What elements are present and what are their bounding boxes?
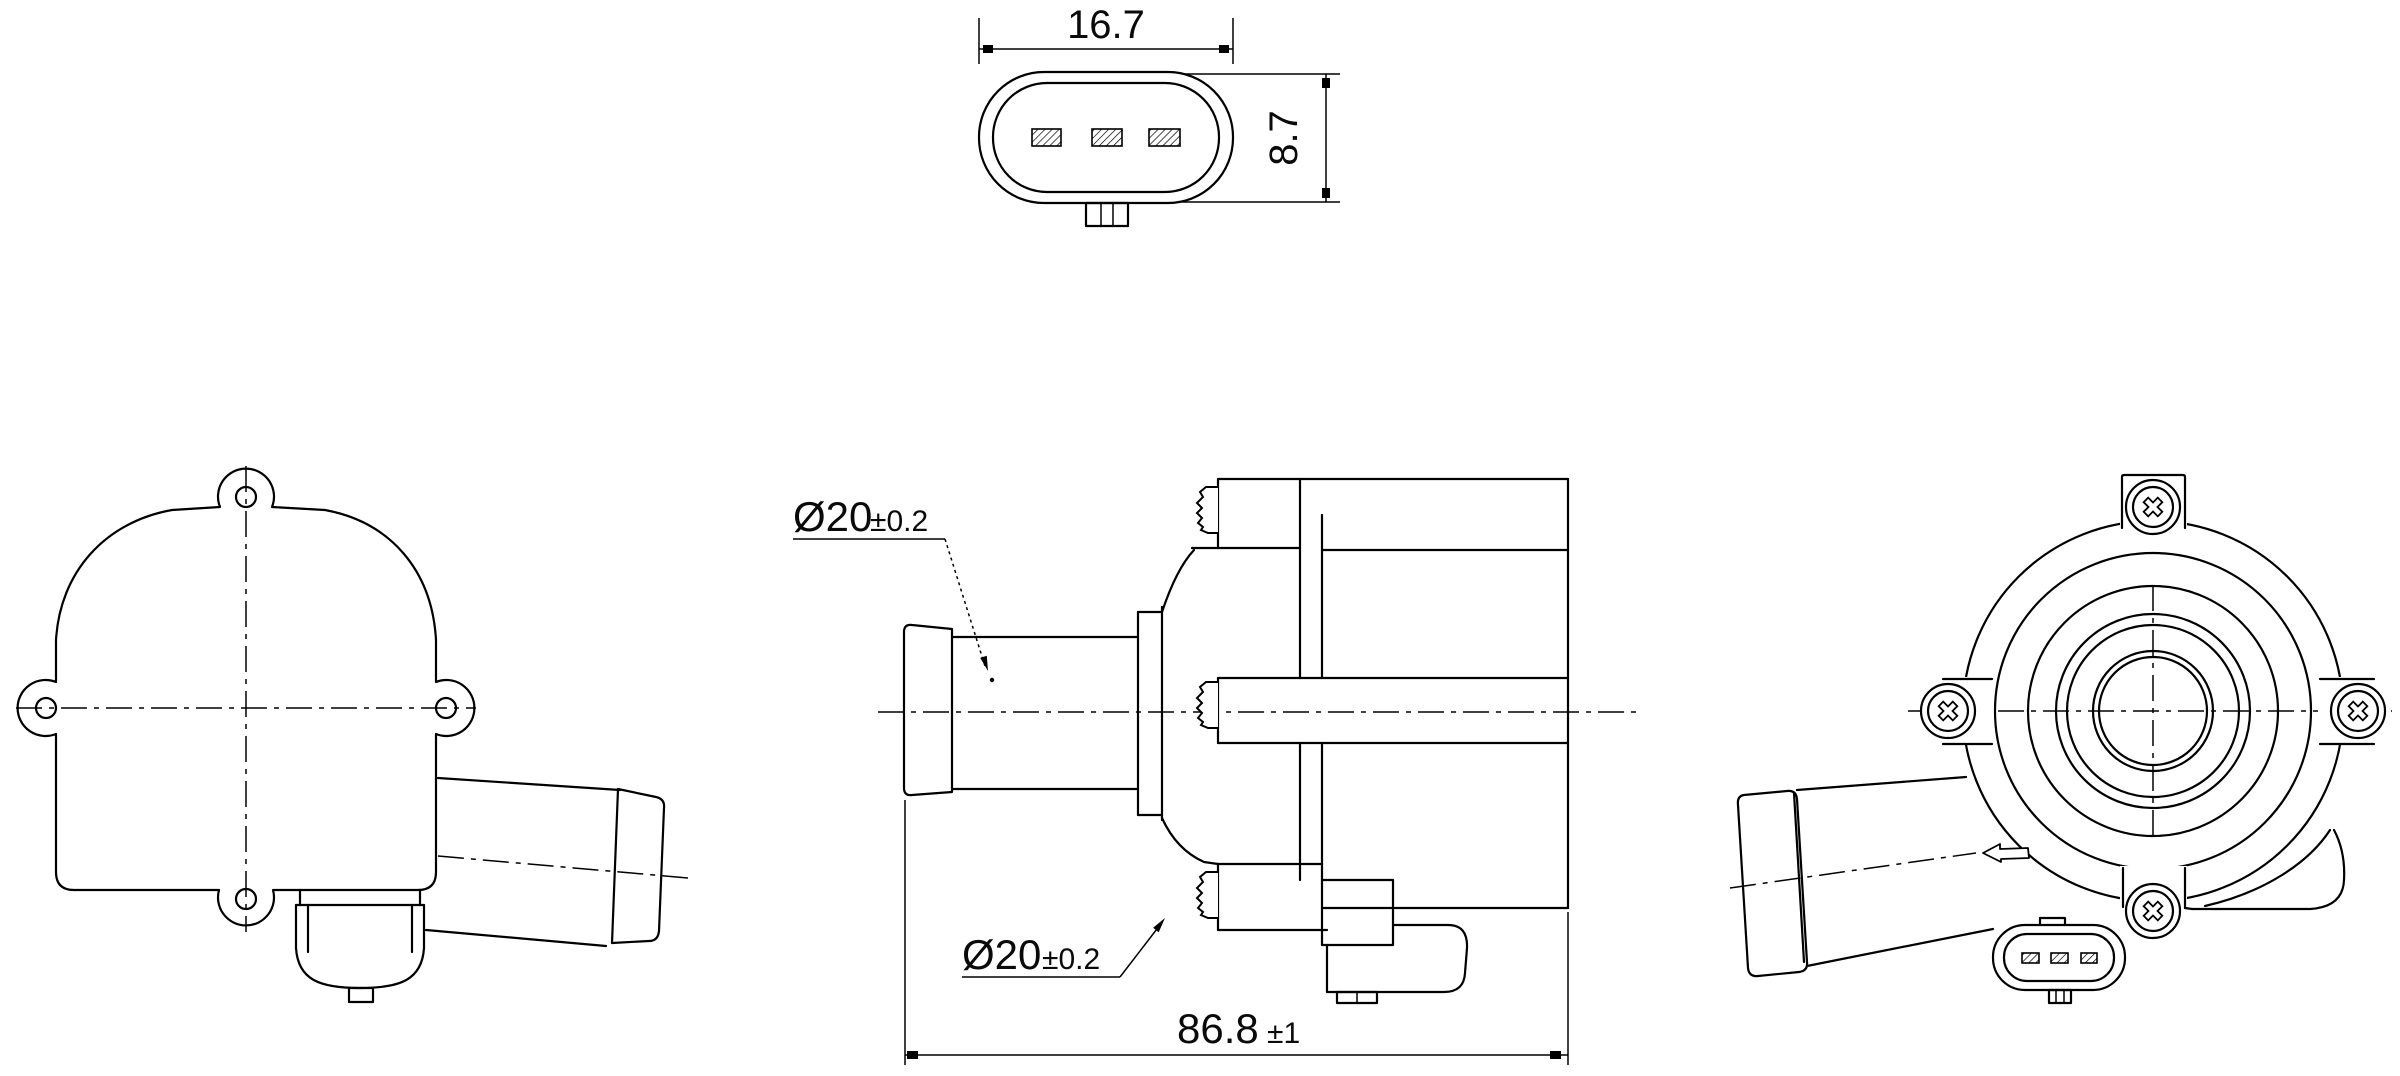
height-dimension: 8.7 [1182,73,1340,203]
connector-pin [1031,128,1062,147]
screw-head-icon [1196,871,1219,919]
connector-pin [2050,952,2069,964]
screw-head-icon [1196,681,1219,729]
phillips-screw-icon [2329,682,2387,740]
length-dimension-tolerance: ±1 [1267,1017,1300,1050]
bracket-foot [1320,878,1395,947]
connector-detail-view: 16.7 8.7 [977,3,1340,228]
pump-side-view: Ø20 ±0.2 Ø20 ±0.2 86.8 ±1 [793,477,1642,1065]
pump-housing-outline [16,467,476,927]
hose-bead [902,623,954,797]
leader-line [1119,924,1161,978]
length-dimension: 86.8 ±1 [904,800,1569,1065]
mounting-hole [234,887,258,911]
mounting-hole [434,696,458,720]
flow-direction-arrow-icon [1982,843,2030,863]
phillips-screw-icon [2124,478,2182,536]
connector-tab [2047,988,2073,1005]
pump-front-view [1729,473,2392,1005]
volute-flange [1136,546,1220,866]
motor-body [1216,477,1570,910]
electrical-connector-side [294,888,426,1004]
screw-boss-middle [1216,676,1570,745]
volute-scroll [2190,828,2346,911]
hose-bead [610,787,666,945]
phillips-screw-icon [1919,682,1977,740]
width-dimension: 16.7 [978,3,1234,64]
inlet-diameter-label: Ø20 ±0.2 [793,493,995,683]
port-centerline [1729,852,1977,889]
screw-head-icon [1196,486,1219,534]
inlet-diameter-value: Ø20 [793,493,872,540]
hose-bead [1736,789,1809,978]
outlet-diameter-tolerance: ±0.2 [1042,943,1100,976]
connector-tab [347,986,375,1004]
inlet-port [902,623,1140,797]
inlet-diameter-tolerance: ±0.2 [870,505,928,538]
electrical-connector-side [1325,923,1469,1005]
length-dimension-value: 86.8 [1177,1005,1259,1052]
outlet-diameter-value: Ø20 [962,931,1041,978]
outlet-diameter-label: Ø20 ±0.2 [962,918,1165,978]
leader-line [944,538,986,667]
connector-pin [1148,128,1181,147]
connector-pin [1091,128,1123,147]
outlet-port-side [424,776,689,948]
mounting-hole [34,696,58,720]
port-centerline [437,855,689,879]
screw-boss-bottom [1216,862,1329,932]
mounting-hole [234,485,258,509]
phillips-screw-icon [2124,882,2182,940]
electrical-connector-front [1991,916,2127,1005]
connector-inner-shell [2002,932,2116,983]
connector-pin [2021,952,2040,964]
connector-locking-tab [1084,201,1130,228]
height-dimension-text: 8.7 [1262,110,1306,166]
pump-rear-view [16,466,689,1004]
leader-arrowhead [980,655,988,671]
leader-arrowhead [1153,918,1165,933]
connector-pin [2080,952,2098,964]
outlet-port-front [1729,775,2030,978]
connector-inner-shell [991,81,1221,194]
width-dimension-text: 16.7 [1067,3,1145,47]
screw-boss-top [1216,477,1302,550]
